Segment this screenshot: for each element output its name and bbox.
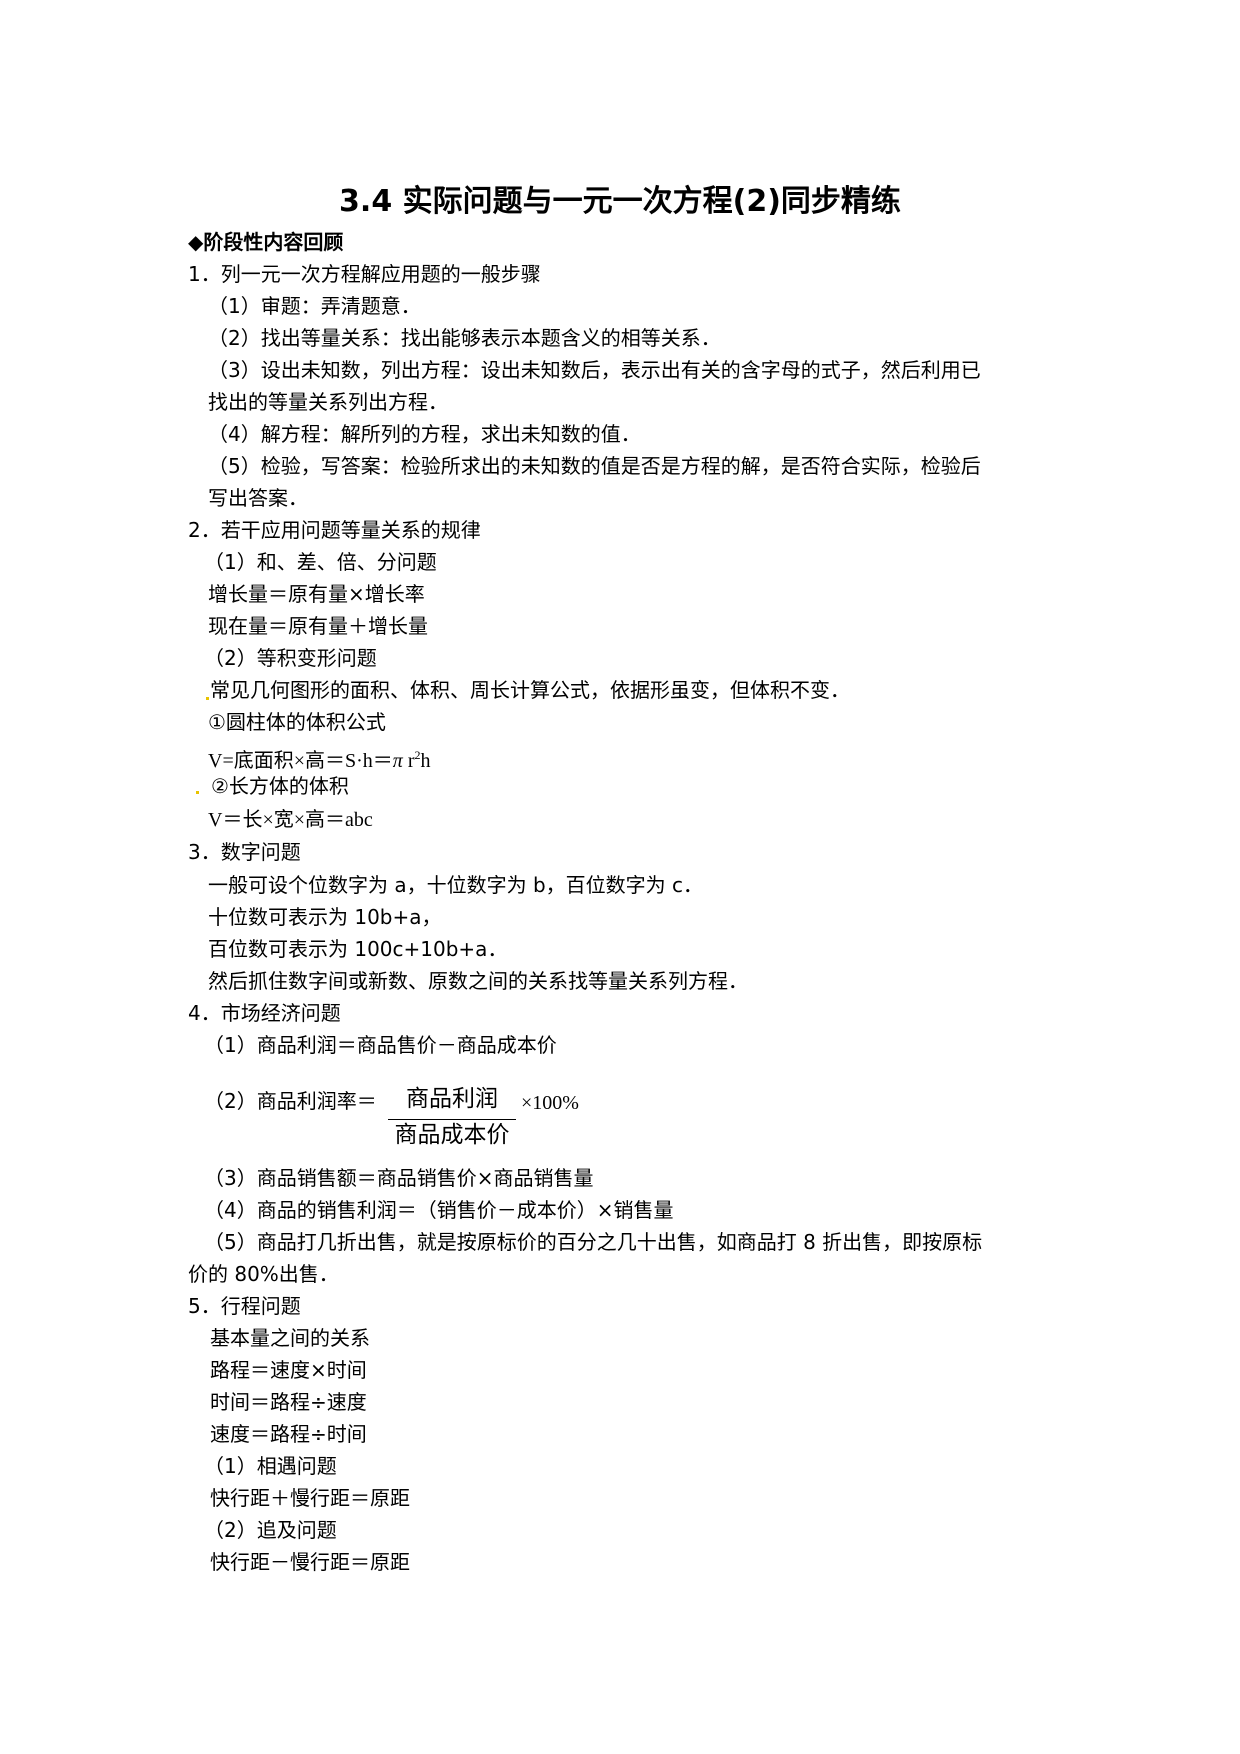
part1-step-3-cont: 找出的等量关系列出方程． xyxy=(208,390,448,414)
part4-item2-suffix: ×100% xyxy=(521,1092,579,1114)
part4-item4: （4）商品的销售利润＝（销售价－成本价）×销售量 xyxy=(204,1198,674,1222)
part4-item5-cont: 价的 80%出售． xyxy=(188,1262,339,1286)
part1-step-3: （3）设出未知数，列出方程：设出未知数后，表示出有关的含字母的式子，然后利用已 xyxy=(208,358,981,382)
part3-line-2: 十位数可表示为 10b+a， xyxy=(208,905,442,929)
cuboid-formula: V＝长×宽×高＝abc xyxy=(208,809,373,831)
part3-line-1: 一般可设个位数字为 a，十位数字为 b，百位数字为 c． xyxy=(208,873,704,897)
exponent: 2 xyxy=(414,748,421,762)
part2-desc: 常见几何图形的面积、体积、周长计算公式，依据形虽变，但体积不变． xyxy=(210,678,850,702)
cylinder-formula: V=底面积×高＝S·h＝π r2h xyxy=(208,743,431,773)
edit-marker xyxy=(206,697,209,700)
part5-formula3: 速度＝路程÷时间 xyxy=(210,1422,367,1446)
fraction-bar xyxy=(388,1119,516,1120)
part2-formula2: 现在量＝原有量＋增长量 xyxy=(208,614,428,638)
part4-item2-prefix: （2）商品利润率＝ xyxy=(204,1089,377,1113)
profit-rate-fraction: 商品利润 商品成本价 xyxy=(388,1085,516,1150)
section-heading: ◆阶段性内容回顾 xyxy=(188,230,344,254)
cuboid-label: ②长方体的体积 xyxy=(211,774,349,798)
edit-marker xyxy=(196,791,199,794)
part2-heading: 2．若干应用问题等量关系的规律 xyxy=(188,518,481,542)
radius: r xyxy=(402,750,415,772)
part1-step-1: （1）审题：弄清题意． xyxy=(208,294,421,318)
part2-formula1: 增长量＝原有量×增长率 xyxy=(208,582,425,606)
part3-line-3: 百位数可表示为 100c+10b+a． xyxy=(208,937,508,961)
part5-formula1: 路程＝速度×时间 xyxy=(210,1358,367,1382)
part2-sub1: （1）和、差、倍、分问题 xyxy=(204,550,437,574)
part1-step-2: （2）找出等量关系：找出能够表示本题含义的相等关系． xyxy=(208,326,721,350)
part4-heading: 4．市场经济问题 xyxy=(188,1001,341,1025)
part4-item5: （5）商品打几折出售，就是按原标价的百分之几十出售，如商品打 8 折出售，即按原… xyxy=(204,1230,983,1254)
height: h xyxy=(420,750,431,772)
part4-item1: （1）商品利润＝商品售价－商品成本价 xyxy=(204,1033,557,1057)
part5-heading: 5．行程问题 xyxy=(188,1294,301,1318)
part5-basic: 基本量之间的关系 xyxy=(210,1326,370,1350)
part1-step-5: （5）检验，写答案：检验所求出的未知数的值是否是方程的解，是否符合实际，检验后 xyxy=(208,454,981,478)
part2-sub2: （2）等积变形问题 xyxy=(204,646,377,670)
part5-sub2-formula: 快行距－慢行距＝原距 xyxy=(210,1550,410,1574)
part3-line-4: 然后抓住数字间或新数、原数之间的关系找等量关系列方程． xyxy=(208,969,748,993)
part4-item3: （3）商品销售额＝商品销售价×商品销售量 xyxy=(204,1166,594,1190)
part5-formula2: 时间＝路程÷速度 xyxy=(210,1390,367,1414)
part5-sub1: （1）相遇问题 xyxy=(204,1454,337,1478)
part1-step-4: （4）解方程：解所列的方程，求出未知数的值． xyxy=(208,422,641,446)
part5-sub2: （2）追及问题 xyxy=(204,1518,337,1542)
part3-heading: 3．数字问题 xyxy=(188,840,301,864)
fraction-numerator: 商品利润 xyxy=(406,1086,498,1112)
cylinder-formula-prefix: V=底面积×高＝S·h＝ xyxy=(208,750,393,772)
page-title: 3.4 实际问题与一元一次方程(2)同步精练 xyxy=(339,184,901,219)
part1-step-5-cont: 写出答案． xyxy=(208,486,308,510)
fraction-denominator: 商品成本价 xyxy=(394,1122,510,1148)
part1-heading: 1．列一元一次方程解应用题的一般步骤 xyxy=(188,262,541,286)
part5-sub1-formula: 快行距＋慢行距＝原距 xyxy=(210,1486,410,1510)
pi-symbol: π xyxy=(392,750,403,772)
cylinder-label: ①圆柱体的体积公式 xyxy=(208,710,386,734)
